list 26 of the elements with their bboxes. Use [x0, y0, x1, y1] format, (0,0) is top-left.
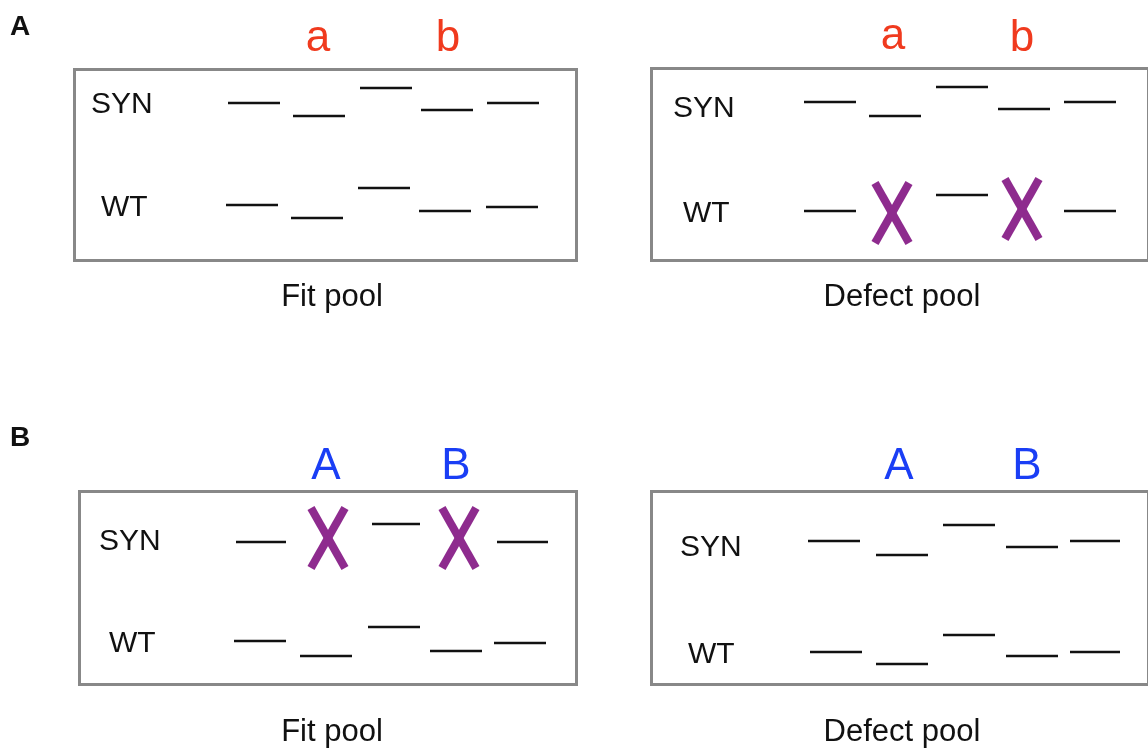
pool-caption: Defect pool	[823, 713, 981, 749]
panel-label: B	[9, 423, 31, 451]
row-label: SYN	[673, 90, 735, 124]
locus-label: b	[435, 14, 461, 58]
pool-caption: Defect pool	[823, 278, 981, 314]
locus-label: b	[1009, 14, 1035, 58]
row-label: WT	[683, 195, 730, 229]
pool-box	[78, 490, 578, 686]
locus-label: a	[305, 14, 331, 58]
pool-box	[650, 67, 1148, 262]
locus-label: a	[880, 12, 906, 56]
locus-label: B	[1012, 442, 1042, 486]
row-label: WT	[109, 625, 156, 659]
pool-box	[73, 68, 578, 262]
pool-caption: Fit pool	[281, 713, 383, 749]
row-label: WT	[688, 636, 735, 670]
panel-label: A	[9, 12, 31, 40]
row-label: SYN	[91, 86, 153, 120]
pool-caption: Fit pool	[281, 278, 383, 314]
row-label: SYN	[99, 523, 161, 557]
pool-box	[650, 490, 1148, 686]
row-label: SYN	[680, 529, 742, 563]
locus-label: B	[441, 442, 471, 486]
locus-label: A	[884, 442, 914, 486]
locus-label: A	[311, 442, 341, 486]
row-label: WT	[101, 189, 148, 223]
